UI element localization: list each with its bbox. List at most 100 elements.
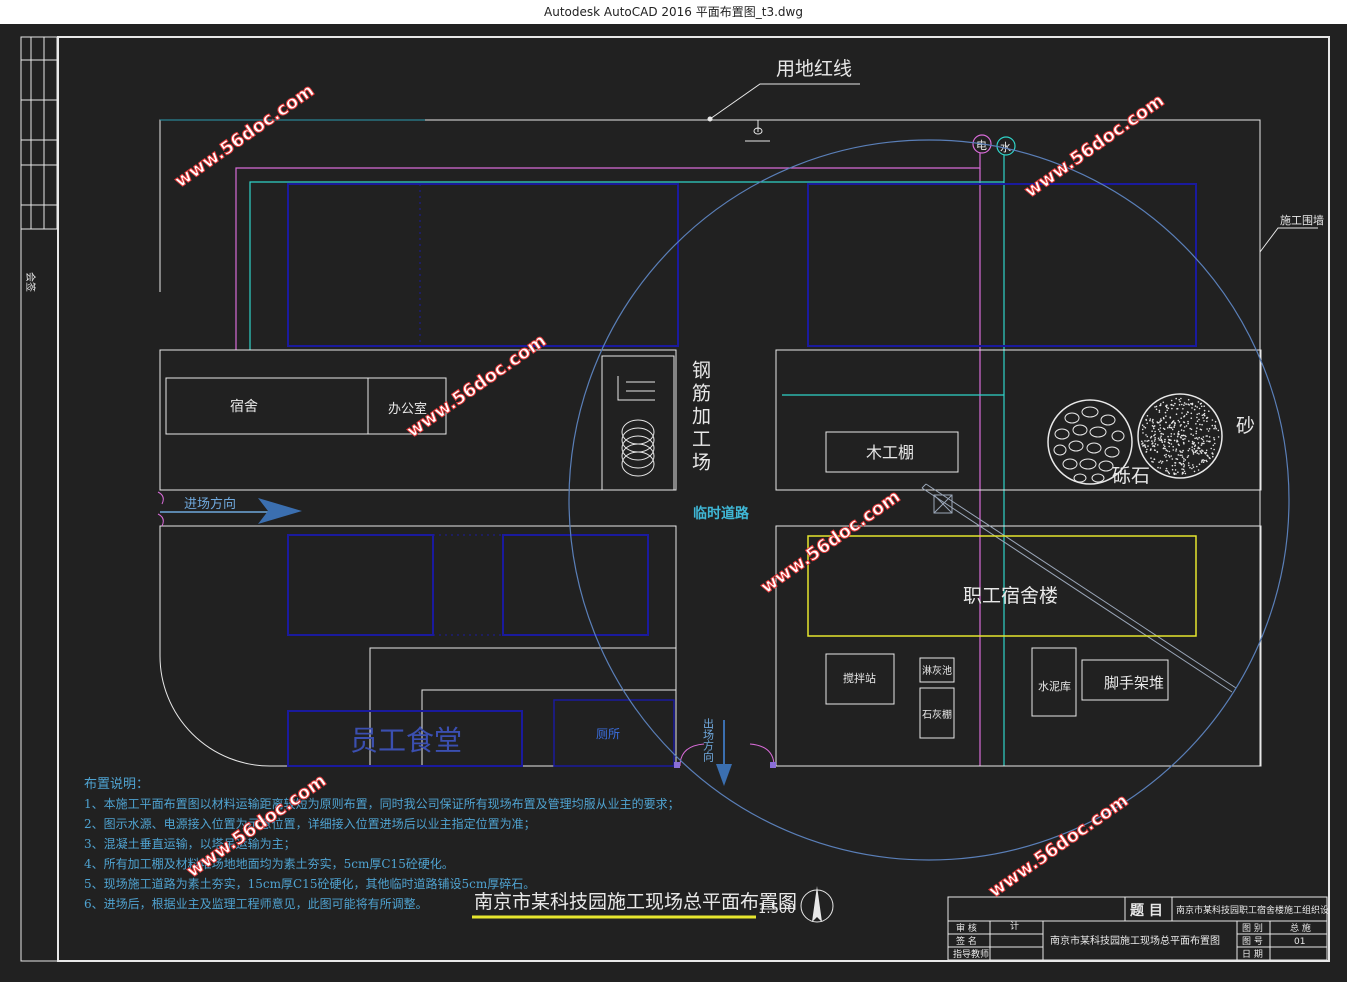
sand-dot [1202,450,1204,452]
sand-dot [1164,438,1166,441]
sand-dot [1151,430,1153,433]
drawing-canvas[interactable]: 会签 用地红线 施工围墙 电 水 宿舍 办公室 [0,24,1347,982]
canteen[interactable] [287,710,523,767]
block-southwest [159,525,677,767]
sand-dot [1201,423,1203,426]
mixing-station[interactable] [825,653,895,705]
sand-dot [1146,415,1149,417]
sand-dot [1174,462,1177,464]
sand-dot [1185,413,1188,416]
building-top-right[interactable] [807,183,1197,347]
lime-pool[interactable] [919,657,955,683]
sand-dot [1191,407,1193,409]
window-title-bar: Autodesk AutoCAD 2016 平面布置图_t3.dwg [0,0,1347,24]
sand-dot [1195,432,1197,435]
sand-dot [1182,472,1185,474]
sand-dot [1203,405,1205,408]
sand-dot [1166,459,1168,462]
staff-dormitory-label: 职工宿舍楼 [963,585,1058,607]
sand-dot [1170,443,1173,445]
sand-dot [1178,421,1181,423]
rebar-yard[interactable] [601,355,675,491]
gravel-label: 砾石 [1112,465,1150,487]
sand-dot [1147,439,1150,442]
sand-dot [1176,435,1179,438]
scaffold-pile[interactable] [1081,659,1169,701]
sand-dot [1190,412,1193,415]
carpentry-shed[interactable] [825,431,959,473]
sand-dot [1153,425,1156,427]
watermark-6: www.56doc.com [985,790,1132,902]
staff-dormitory-building[interactable] [807,535,1197,637]
sand-dot [1163,441,1166,443]
sand-dot [1200,451,1202,453]
crane-radius-circle [568,139,1290,861]
power-line [235,152,981,350]
title-block-value-1: 总 施 [1290,922,1311,934]
sand-dot [1203,414,1206,417]
sand-dot [1203,420,1205,422]
lime-shed[interactable] [919,687,955,739]
sand-dot [1197,469,1200,471]
sand-dot [1183,460,1185,463]
sand-dot [1154,449,1156,452]
sand-dot [1201,438,1204,441]
sand-dot [1153,434,1155,437]
sand-dot [1215,427,1217,430]
sand-dot [1182,441,1185,444]
sand-dot [1214,442,1216,445]
sand-dot [1181,456,1184,458]
sand-dot [1170,439,1172,442]
sand-dot [1175,450,1177,452]
sand-dot [1202,413,1205,416]
office-room[interactable] [367,377,447,435]
title-block-row-2: 签 名 [956,935,977,947]
building-southwest-b[interactable] [502,534,649,636]
sand-dot [1196,413,1198,416]
building-southwest-a[interactable] [287,534,434,636]
sand-dot [1158,461,1160,464]
sand-dot [1164,411,1167,414]
tower-crane[interactable] [921,483,1237,693]
toilet[interactable] [553,699,675,767]
sand-dot [1172,420,1175,422]
sand-dot [1198,407,1201,410]
sand-dot [1152,425,1155,428]
sand-dot [1194,451,1196,454]
temp-road-label: 临时道路 [693,505,750,522]
title-block-topic-value: 南京市某科技园职工宿舍楼施工组织设 [1176,904,1329,916]
title-block-label-2: 图 号 [1242,936,1263,947]
sand-dot [1211,419,1214,421]
sand-dot [1180,424,1182,426]
sand-dot [1205,435,1207,437]
sand-dot [1174,422,1176,425]
dormitory-room[interactable] [165,377,369,435]
title-block-topic-label: 题 目 [1130,903,1163,919]
sand-pile-icon[interactable] [1137,393,1223,479]
carpentry-label: 木工棚 [866,443,914,462]
mixing-station-label: 搅拌站 [843,671,876,685]
sand-dot [1162,433,1164,436]
sand-dot [1205,451,1207,454]
cement-store[interactable] [1031,647,1077,717]
sand-dot [1154,433,1156,436]
sand-dot [1165,405,1167,407]
notes-line-6: 6、进场后，根据业主及监理工程师意见，此图可能将有所调整。 [84,896,428,911]
sand-dot [1205,459,1207,462]
sand-dot [1153,458,1156,461]
sand-dot [1206,416,1209,419]
site-plan-drawing[interactable]: 会签 用地红线 施工围墙 电 水 宿舍 办公室 [0,24,1347,982]
sand-dot [1190,433,1192,435]
sand-dot [1196,465,1198,468]
sand-dot [1202,461,1205,464]
gravel-pile-icon[interactable] [1047,399,1133,485]
sand-dot [1150,435,1153,438]
sand-dot [1141,440,1143,443]
building-top-left[interactable] [287,183,679,347]
sand-dot [1153,427,1155,430]
sand-dot [1184,434,1186,437]
block-dormitory-area [159,349,677,491]
title-block-mid: 计 [1010,920,1019,932]
watermark-1: www.56doc.com [171,80,318,192]
sand-dot [1191,446,1193,448]
